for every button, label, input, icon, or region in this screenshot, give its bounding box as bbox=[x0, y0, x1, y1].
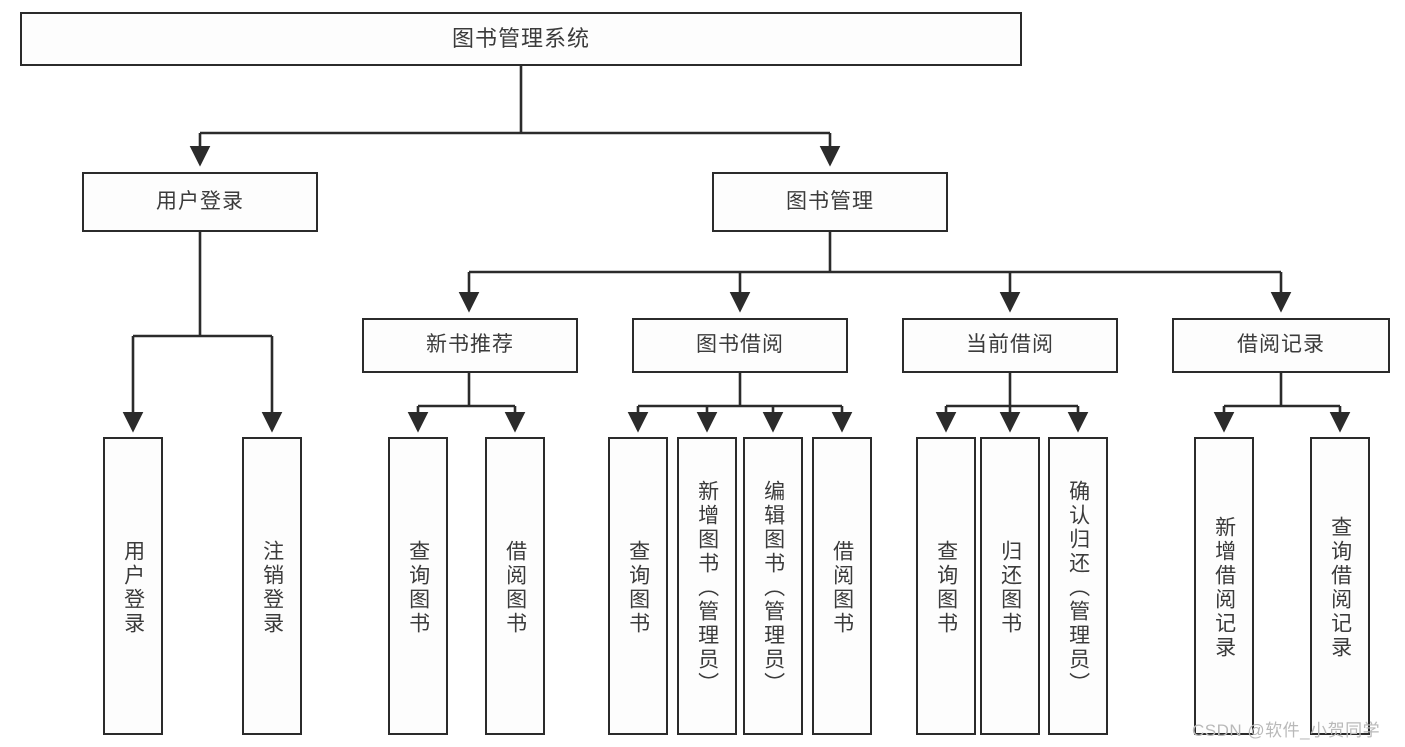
node-label: 确认归还（管理员） bbox=[1066, 480, 1090, 696]
node-label: 归还图书 bbox=[998, 540, 1022, 636]
leaf-borrow-book[interactable]: 借阅图书 bbox=[812, 437, 872, 735]
node-label: 用户登录 bbox=[121, 540, 145, 636]
node-label: 图书借阅 bbox=[696, 333, 784, 357]
leaf-user-login[interactable]: 用户登录 bbox=[103, 437, 163, 735]
leaf-borrow-query-book[interactable]: 查询图书 bbox=[608, 437, 668, 735]
node-label: 借阅图书 bbox=[503, 540, 527, 636]
leaf-new-book-borrow[interactable]: 借阅图书 bbox=[485, 437, 545, 735]
node-label: 借阅记录 bbox=[1237, 333, 1325, 357]
leaf-add-book-admin[interactable]: 新增图书（管理员） bbox=[677, 437, 737, 735]
node-new-book-recommend[interactable]: 新书推荐 bbox=[362, 318, 578, 373]
leaf-edit-book-admin[interactable]: 编辑图书（管理员） bbox=[743, 437, 803, 735]
csdn-watermark: CSDN @软件_小贺同学 bbox=[1192, 721, 1381, 740]
node-label: 注销登录 bbox=[260, 540, 284, 636]
node-label: 查询图书 bbox=[934, 540, 958, 636]
leaf-confirm-return-admin[interactable]: 确认归还（管理员） bbox=[1048, 437, 1108, 735]
node-label: 图书管理系统 bbox=[451, 26, 590, 52]
leaf-add-borrow-record[interactable]: 新增借阅记录 bbox=[1194, 437, 1254, 735]
node-borrow-record[interactable]: 借阅记录 bbox=[1172, 318, 1390, 373]
node-root-system[interactable]: 图书管理系统 bbox=[20, 12, 1022, 66]
node-label: 借阅图书 bbox=[830, 540, 854, 636]
node-label: 查询图书 bbox=[406, 540, 430, 636]
node-current-borrow[interactable]: 当前借阅 bbox=[902, 318, 1118, 373]
node-label: 查询借阅记录 bbox=[1328, 516, 1352, 660]
node-user-login[interactable]: 用户登录 bbox=[82, 172, 318, 232]
node-label: 新增借阅记录 bbox=[1212, 516, 1236, 660]
node-book-management[interactable]: 图书管理 bbox=[712, 172, 948, 232]
leaf-query-borrow-record[interactable]: 查询借阅记录 bbox=[1310, 437, 1370, 735]
node-book-borrow[interactable]: 图书借阅 bbox=[632, 318, 848, 373]
leaf-current-query-book[interactable]: 查询图书 bbox=[916, 437, 976, 735]
leaf-new-book-query[interactable]: 查询图书 bbox=[388, 437, 448, 735]
leaf-logout[interactable]: 注销登录 bbox=[242, 437, 302, 735]
node-label: 用户登录 bbox=[156, 189, 244, 213]
node-label: 新书推荐 bbox=[426, 333, 514, 357]
leaf-return-book[interactable]: 归还图书 bbox=[980, 437, 1040, 735]
node-label: 编辑图书（管理员） bbox=[761, 480, 785, 696]
node-label: 查询图书 bbox=[626, 540, 650, 636]
node-label: 图书管理 bbox=[786, 189, 874, 213]
node-label: 新增图书（管理员） bbox=[695, 480, 719, 696]
node-label: 当前借阅 bbox=[966, 333, 1054, 357]
